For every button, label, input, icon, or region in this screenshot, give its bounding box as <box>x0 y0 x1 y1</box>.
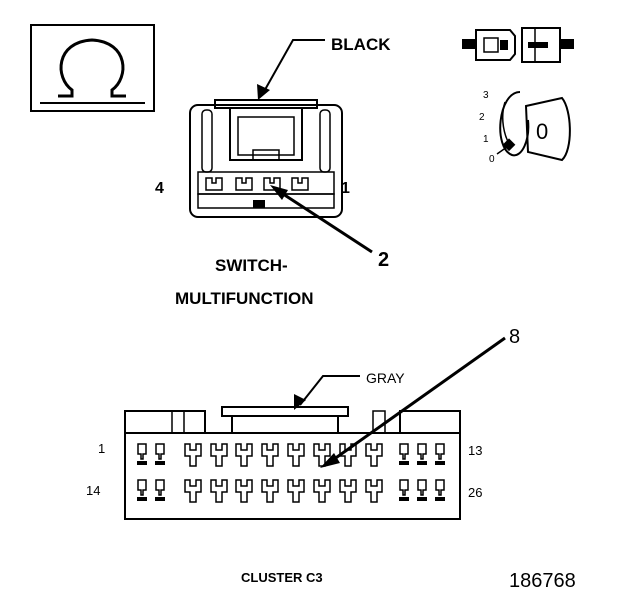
small-terminal <box>137 443 147 460</box>
ignition-key-label: 0 <box>536 119 548 144</box>
switch-pin-left-label: 4 <box>155 180 164 197</box>
switch-multifunction-connector <box>189 39 373 254</box>
large-terminal <box>184 479 202 503</box>
small-terminal <box>137 479 147 496</box>
cluster-color-label: GRAY <box>366 370 405 386</box>
terminal-lock <box>417 461 427 465</box>
cluster-pin-1-label: 1 <box>98 441 105 456</box>
cluster-callout-label: 8 <box>509 326 520 348</box>
terminal-lock <box>137 461 147 465</box>
terminal-lock <box>155 461 165 465</box>
large-terminal <box>235 443 253 467</box>
cluster-c3-connector <box>124 336 506 520</box>
terminal-lock <box>137 497 147 501</box>
small-terminal <box>417 443 427 460</box>
small-terminal <box>435 479 445 496</box>
large-terminal <box>261 443 279 467</box>
cluster-pin-26-label: 26 <box>468 485 482 500</box>
cluster-connector-name: CLUSTER C3 <box>241 570 323 585</box>
terminal-lock <box>435 461 445 465</box>
small-terminal <box>417 479 427 496</box>
ignition-key-icon <box>496 91 571 162</box>
large-terminal <box>339 479 357 503</box>
switch-terminals <box>205 177 309 191</box>
large-terminal <box>313 479 331 503</box>
ignition-position-1: 1 <box>483 134 489 145</box>
large-terminal <box>287 479 305 503</box>
terminal-lock <box>155 497 165 501</box>
cluster-pin-13-label: 13 <box>468 443 482 458</box>
large-terminal <box>235 479 253 503</box>
large-terminal <box>313 443 331 467</box>
large-terminal <box>210 443 228 467</box>
small-terminal <box>155 479 165 496</box>
connector-mating-icon <box>462 27 574 63</box>
switch-pin-right-label: 1 <box>341 180 350 197</box>
large-terminal <box>261 479 279 503</box>
large-terminal <box>287 443 305 467</box>
switch-name-line2: MULTIFUNCTION <box>175 289 314 308</box>
small-terminal <box>435 443 445 460</box>
terminal-lock <box>399 461 409 465</box>
large-terminal <box>184 443 202 467</box>
figure-number: 186768 <box>509 570 576 592</box>
ohm-meter-icon <box>30 24 155 112</box>
ignition-position-0: 0 <box>489 154 495 165</box>
ignition-position-3: 3 <box>483 90 489 101</box>
cluster-pin-14-label: 14 <box>86 483 100 498</box>
terminal-lock <box>417 497 427 501</box>
small-terminal <box>399 479 409 496</box>
large-terminal <box>365 443 383 467</box>
small-terminal <box>399 443 409 460</box>
switch-name-line1: SWITCH- <box>215 256 288 275</box>
small-terminal <box>155 443 165 460</box>
terminal-lock <box>435 497 445 501</box>
cluster-c3-terminals <box>137 443 445 503</box>
terminal-lock <box>399 497 409 501</box>
switch-callout-label: 2 <box>378 249 389 271</box>
large-terminal <box>210 479 228 503</box>
switch-color-label: BLACK <box>331 35 391 54</box>
ignition-position-2: 2 <box>479 112 485 123</box>
large-terminal <box>365 479 383 503</box>
